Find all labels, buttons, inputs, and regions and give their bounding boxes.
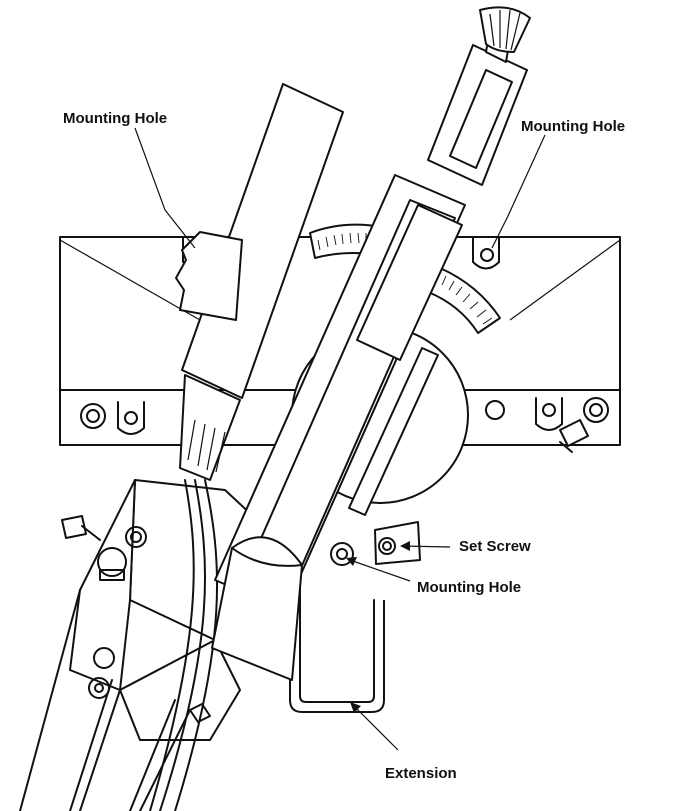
lower-holes: [330, 521, 421, 566]
notched-bracket: [175, 231, 243, 321]
label-mounting-hole-top-left: Mounting Hole: [63, 110, 168, 127]
bottom-cylinder: [211, 536, 303, 681]
scale-ticks-right: [441, 275, 493, 325]
side-rail: [348, 347, 439, 516]
strip-bolts: [80, 397, 609, 453]
top-tube: [427, 6, 531, 186]
cable: [149, 479, 219, 811]
label-mounting-hole-bottom: Mounting Hole: [417, 579, 522, 596]
extension-loop: [289, 599, 385, 713]
label-mounting-hole-top-right: Mounting Hole: [521, 118, 626, 135]
label-extension: Extension: [385, 765, 457, 782]
leader-lines: [134, 127, 546, 751]
label-set-screw: Set Screw: [459, 538, 531, 555]
